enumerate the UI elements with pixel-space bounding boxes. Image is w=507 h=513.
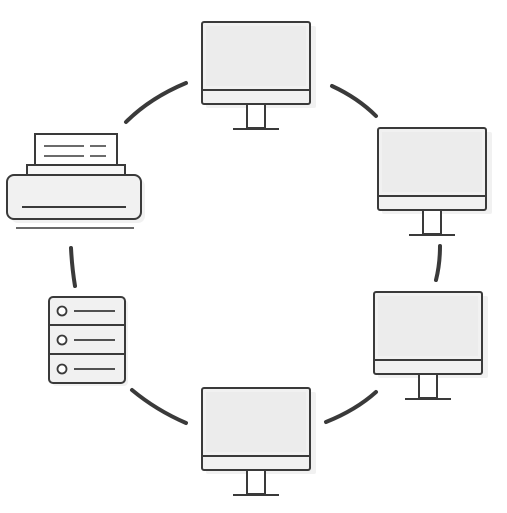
link-monitor-top-to-monitor-upper-right [330,84,378,118]
monitor-bottom-icon [201,387,316,496]
printer-icon [6,133,145,229]
monitor-lower-right-icon [373,291,488,400]
link-monitor-lower-right-to-monitor-bottom [324,390,378,424]
monitor-top-icon [201,21,316,130]
ring-connectors [69,81,442,425]
server-rack-icon [48,296,128,386]
link-monitor-upper-right-to-monitor-lower-right [434,244,442,282]
monitor-upper-right-icon [377,127,492,236]
link-printer-to-monitor-top [124,81,188,124]
link-monitor-bottom-to-server [130,388,188,425]
link-server-to-printer [69,246,77,288]
